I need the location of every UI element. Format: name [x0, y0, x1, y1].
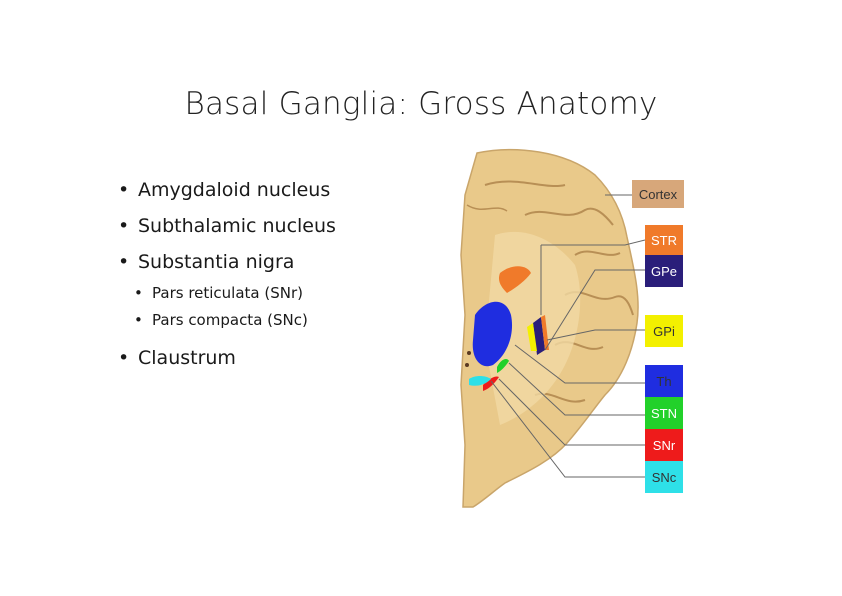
label-text: Cortex: [639, 187, 678, 202]
label-text: Th: [656, 374, 671, 389]
label-text: SNc: [652, 470, 677, 485]
sulcus-line: [484, 180, 566, 187]
ventricle-dot: [467, 351, 471, 355]
bullet-list: Amygdaloid nucleus Subthalamic nucleus S…: [118, 172, 336, 376]
label-box: [645, 461, 683, 493]
str-region-small: [541, 315, 549, 350]
slide-title: Basal Ganglia: Gross Anatomy: [184, 86, 658, 122]
striatum-region: [498, 266, 531, 293]
label-text: STR: [651, 233, 677, 248]
label-gpe: GPe: [645, 255, 683, 287]
label-str: STR: [645, 225, 683, 255]
bullet-item: Substantia nigra: [118, 244, 336, 280]
label-box: [632, 180, 684, 208]
leader-line-gpi: [546, 329, 645, 341]
snc-region: [469, 376, 491, 386]
bullet-item: Subthalamic nucleus: [118, 208, 336, 244]
bullet-item: Amygdaloid nucleus: [118, 172, 336, 208]
leader-line-snc: [490, 380, 645, 478]
leader-line-stn: [508, 362, 645, 416]
bullet-item: Claustrum: [118, 340, 336, 376]
label-stn: STN: [645, 397, 683, 429]
ventricle-dot: [465, 363, 469, 367]
leader-line-gpe: [544, 269, 645, 351]
label-gpi: GPi: [645, 315, 683, 347]
label-text: STN: [651, 406, 677, 421]
label-box: [645, 397, 683, 429]
sub-bullet-item: Pars reticulata (SNr): [118, 280, 336, 307]
label-snr: SNr: [645, 429, 683, 461]
sulcus-line: [524, 207, 614, 226]
label-snc: SNc: [645, 461, 683, 493]
leader-line-th: [514, 344, 645, 384]
label-text: GPe: [651, 264, 677, 279]
sulcus-line: [574, 250, 621, 256]
leader-lines: [490, 194, 646, 478]
thalamus-region: [472, 301, 513, 367]
leader-line-str: [541, 239, 646, 246]
label-box: [645, 255, 683, 287]
leader-line-snr: [498, 378, 645, 446]
snr-region: [483, 376, 499, 391]
label-text: GPi: [653, 324, 675, 339]
label-box: [645, 225, 683, 255]
label-box: [645, 315, 683, 347]
label-box: [645, 365, 683, 397]
stn-region: [497, 359, 509, 373]
label-cortex: Cortex: [632, 180, 684, 208]
brain-section-figure: Cortex STR GPe GPi Th STN SNr SNc: [460, 148, 684, 508]
label-box: [645, 429, 683, 461]
label-text: SNr: [653, 438, 676, 453]
label-th: Th: [645, 365, 683, 397]
sub-bullet-item: Pars compacta (SNc): [118, 307, 336, 334]
gpi-region: [527, 323, 537, 351]
sulcus-line: [466, 204, 508, 212]
